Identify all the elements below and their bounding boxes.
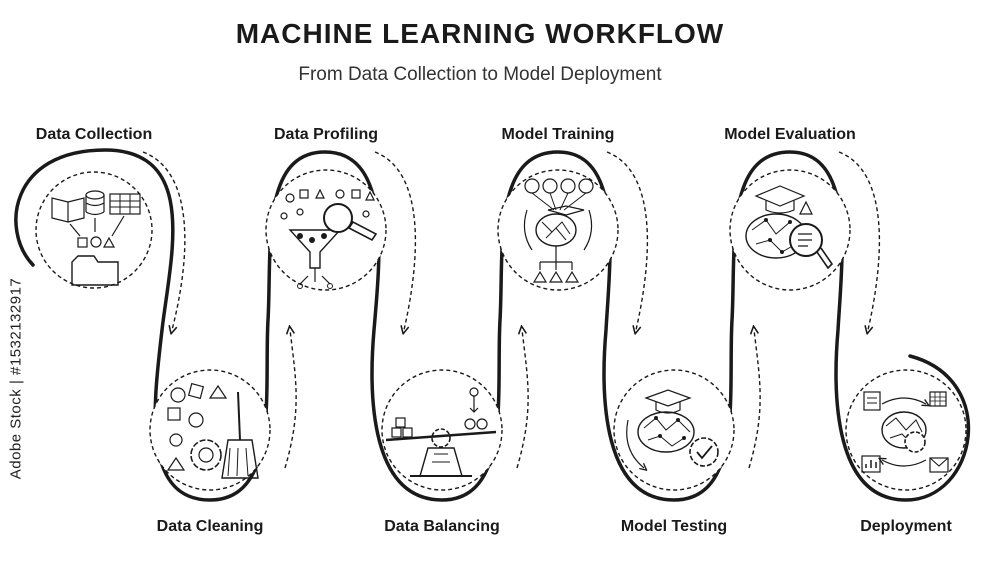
data-profiling-icon — [265, 169, 387, 291]
data-collection-icon — [35, 171, 153, 289]
workflow-path — [14, 148, 971, 502]
flow-arrow-5 — [606, 151, 649, 330]
flow-arrow-6 — [748, 330, 761, 469]
step-label-model-training: Model Training — [501, 126, 615, 143]
flow-arrow-3 — [374, 151, 417, 330]
data-balancing-icon — [381, 369, 503, 491]
model-training-icon — [497, 169, 619, 291]
step-label-data-profiling: Data Profiling — [273, 126, 379, 143]
step-label-deployment: Deployment — [860, 518, 952, 535]
step-label-data-balancing: Data Balancing — [384, 518, 500, 535]
step-label-model-testing: Model Testing — [620, 518, 728, 535]
flow-arrow-4 — [516, 330, 529, 469]
flow-arrow-2 — [284, 330, 297, 469]
data-cleaning-icon — [149, 369, 271, 491]
model-testing-icon — [613, 369, 735, 491]
model-evaluation-icon — [729, 169, 851, 291]
flow-arrow-1 — [142, 151, 186, 330]
step-label-model-evaluation: Model Evaluation — [724, 126, 856, 143]
step-label-data-cleaning: Data Cleaning — [156, 518, 264, 535]
page-subtitle: From Data Collection to Model Deployment — [298, 64, 662, 85]
deployment-icon — [845, 369, 967, 491]
step-label-data-collection: Data Collection — [35, 126, 153, 143]
flow-arrow-7 — [838, 151, 881, 330]
page-title: MACHINE LEARNING WORKFLOW — [235, 18, 725, 49]
